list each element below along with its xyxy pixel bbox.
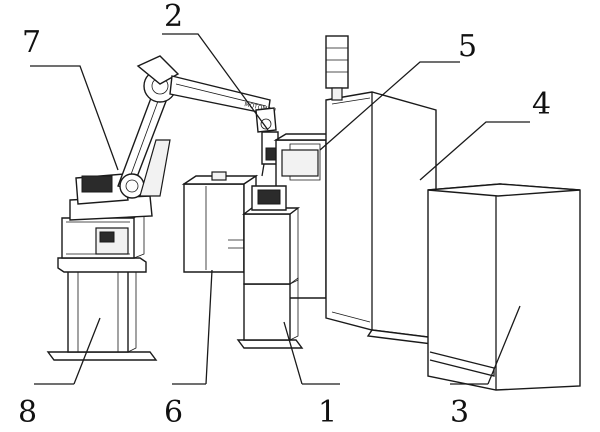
callout-4: 4 bbox=[532, 87, 551, 122]
leader-3 bbox=[450, 305, 521, 385]
enclosure-box bbox=[427, 183, 581, 391]
leader-8 bbox=[34, 317, 101, 385]
leader-2 bbox=[162, 33, 269, 131]
callout-1: 1 bbox=[318, 395, 337, 430]
fixture-pillar bbox=[236, 185, 304, 349]
leader-1 bbox=[283, 321, 340, 385]
leader-lines bbox=[30, 33, 530, 385]
callout-6: 6 bbox=[164, 395, 183, 430]
callout-7: 7 bbox=[22, 25, 41, 60]
leader-6 bbox=[172, 269, 213, 385]
callout-8: 8 bbox=[18, 395, 37, 430]
robot-arm: MOTOMAN bbox=[69, 55, 279, 255]
leader-5 bbox=[319, 61, 460, 151]
tall-cabinet bbox=[325, 35, 438, 345]
leader-7 bbox=[30, 65, 119, 171]
callout-2: 2 bbox=[164, 0, 183, 34]
callout-3: 3 bbox=[450, 395, 469, 430]
leader-4 bbox=[419, 121, 530, 181]
callout-5: 5 bbox=[458, 29, 477, 64]
